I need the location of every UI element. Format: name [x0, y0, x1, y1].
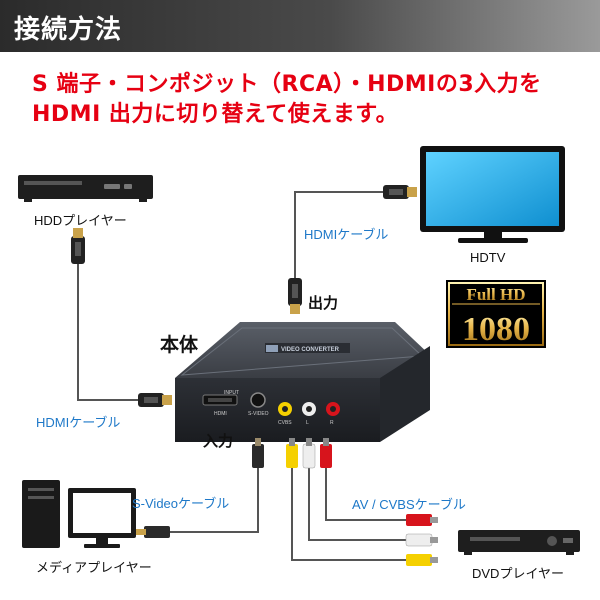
rca-plug-white-dvd-icon	[406, 534, 438, 546]
media-player-icon	[22, 480, 136, 548]
port-label-l: L	[306, 420, 309, 426]
hdmi-cable-left	[78, 262, 140, 400]
hdd-player-icon	[18, 175, 153, 202]
unit-brand-text: VIDEO CONVERTER	[281, 347, 340, 353]
port-label-input: INPUT	[224, 390, 239, 396]
label-hdd-player: HDDプレイヤー	[34, 210, 127, 229]
label-hdmi-cable-left: HDMIケーブル	[36, 412, 120, 431]
hdmi-plug-output-icon	[288, 278, 302, 314]
port-label-r: R	[330, 420, 334, 426]
svideo-plug-icon	[252, 438, 264, 468]
label-media-player: メディアプレイヤー	[36, 557, 152, 576]
label-av-cable: AV / CVBSケーブル	[352, 494, 466, 513]
label-svideo-cable: S-Videoケーブル	[132, 493, 229, 512]
hdmi-plug-input-icon	[138, 393, 172, 407]
label-hdmi-cable-top: HDMIケーブル	[304, 224, 388, 243]
rca-plug-red-dvd-icon	[406, 514, 438, 526]
converter-box	[175, 322, 430, 442]
hdtv-icon	[420, 146, 565, 243]
badge-1080: 1080	[462, 311, 530, 348]
rca-plug-red-icon	[320, 438, 332, 468]
label-hdtv: HDTV	[470, 250, 505, 265]
svideo-plug-media-icon	[136, 526, 170, 538]
hdmi-plug-hdd-icon	[71, 228, 85, 264]
label-input: 入力	[203, 430, 233, 451]
port-label-svideo: S-VIDEO	[248, 411, 269, 417]
label-dvd-player: DVDプレイヤー	[472, 563, 564, 582]
badge-full-hd: Full HD	[466, 285, 525, 304]
rca-plug-white-icon	[303, 438, 315, 468]
label-output: 出力	[308, 292, 338, 313]
rca-plug-yellow-dvd-icon	[406, 554, 438, 566]
label-main-unit: 本体	[160, 330, 198, 357]
hdmi-plug-tv-icon	[383, 185, 417, 199]
dvd-player-icon	[458, 530, 580, 555]
port-label-hdmi: HDMI	[214, 411, 227, 417]
port-label-cvbs: CVBS	[278, 420, 292, 426]
rca-plug-yellow-icon	[286, 438, 298, 468]
